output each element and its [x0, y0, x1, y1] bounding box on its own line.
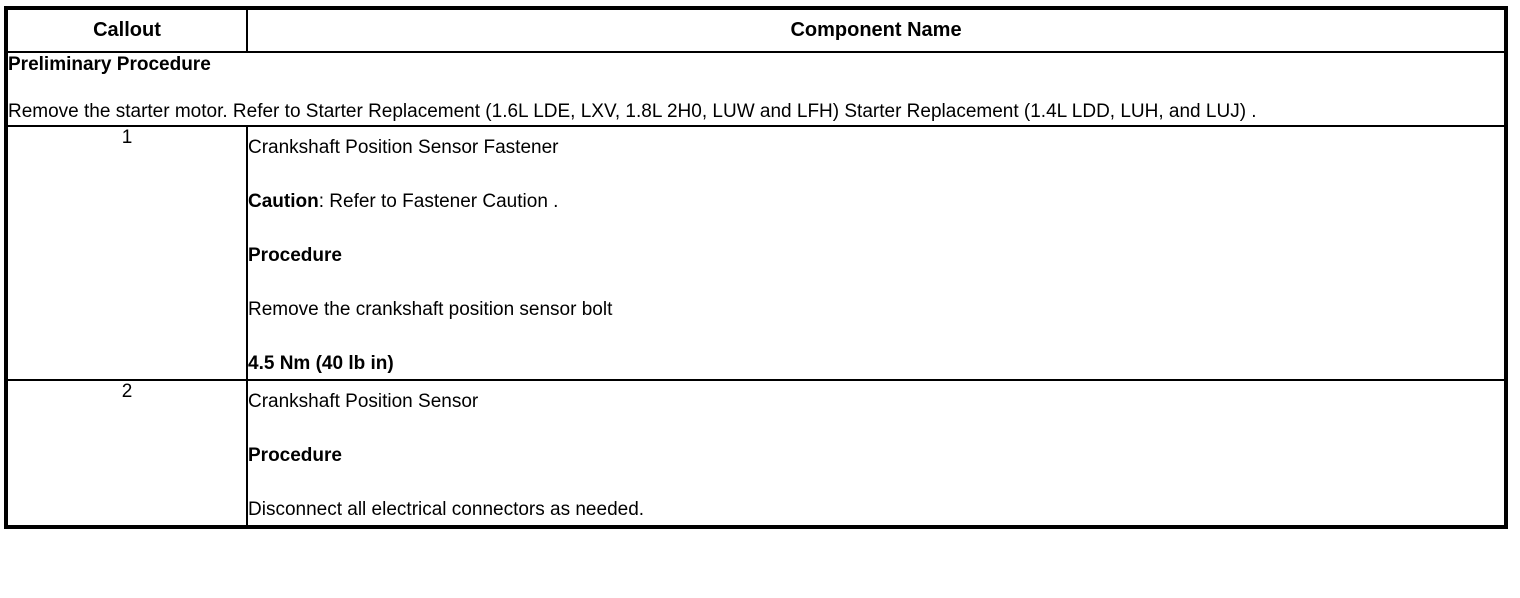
- preliminary-procedure-title: Preliminary Procedure: [8, 54, 211, 75]
- column-header-callout: Callout: [5, 7, 248, 53]
- callout-number: 1: [5, 125, 248, 381]
- caution-text: : Refer to Fastener Caution .: [318, 191, 559, 212]
- procedure-step-text: Disconnect all electrical connectors as …: [248, 499, 645, 520]
- caution-note: Caution: Refer to Fastener Caution .: [248, 190, 1504, 213]
- service-procedure-table-container: Callout Component Name Preliminary Proce…: [4, 6, 1508, 529]
- component-description-cell: Crankshaft Position Sensor Procedure Dis…: [246, 379, 1507, 528]
- component-name-text: Crankshaft Position Sensor: [248, 391, 479, 412]
- torque-specification: 4.5 Nm (40 lb in): [248, 353, 394, 374]
- procedure-heading: Procedure: [248, 245, 342, 266]
- service-procedure-table: Callout Component Name Preliminary Proce…: [4, 6, 1508, 529]
- column-header-component-name: Component Name: [246, 7, 1507, 53]
- component-description-cell: Crankshaft Position Sensor Fastener Caut…: [246, 125, 1507, 381]
- preliminary-procedure-body: Remove the starter motor. Refer to Start…: [8, 101, 1257, 122]
- preliminary-procedure-cell: Preliminary Procedure Remove the starter…: [5, 51, 1507, 127]
- procedure-heading: Procedure: [248, 445, 342, 466]
- caution-label: Caution: [248, 191, 319, 212]
- table-row: 1 Crankshaft Position Sensor Fastener Ca…: [5, 125, 1507, 381]
- component-name-text: Crankshaft Position Sensor Fastener: [248, 137, 559, 158]
- table-header-row: Callout Component Name: [5, 7, 1507, 53]
- table-row: 2 Crankshaft Position Sensor Procedure D…: [5, 379, 1507, 528]
- procedure-step-text: Remove the crankshaft position sensor bo…: [248, 299, 613, 320]
- preliminary-procedure-row: Preliminary Procedure Remove the starter…: [5, 51, 1507, 127]
- callout-number: 2: [5, 379, 248, 528]
